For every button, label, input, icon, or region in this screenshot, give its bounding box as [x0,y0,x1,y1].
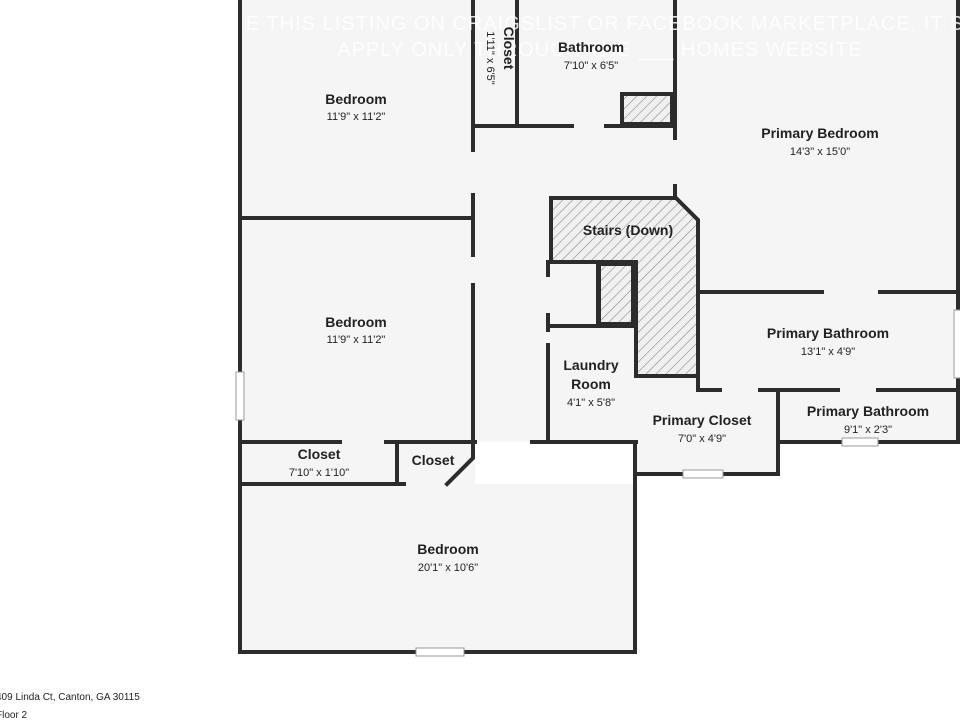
bedroom-top-name: Bedroom [325,91,386,107]
watermark-line-2: APPLY ONLY THROUGH THE ___ HOMES WEBSITE [337,39,863,61]
bedroom-top-floor [240,0,475,218]
primary-closet-floor [636,376,778,474]
closet-small-floor [397,442,475,484]
bathroom-dims: 7'10" x 6'5" [564,60,618,72]
bedroom-mid-dims: 11'9" x 11'2" [327,334,386,346]
laundry-name-line-2: Room [571,376,611,392]
floor-label: Floor 2 [0,710,28,721]
primary-bathroom-2-dims: 9'1" x 2'3" [844,424,892,436]
primary-bathroom-1-name: Primary Bathroom [767,325,889,341]
window-bottom [415,647,465,657]
window-primary-bathroom [841,437,879,447]
closet-top-floor [475,0,517,126]
walls [238,0,960,654]
window-primary-bathroom-right [953,309,960,379]
bathroom-hatch [620,92,674,126]
primary-closet-dims: 7'0" x 4'9" [678,433,726,445]
primary-closet-name: Primary Closet [653,412,752,428]
primary-bedroom-name: Primary Bedroom [761,125,878,141]
window-left [235,371,245,421]
disclaimer-text [405,711,785,717]
primary-bathroom-1-dims: 13'1" x 4'9" [801,346,855,358]
primary-bedroom-dims: 14'3" x 15'0" [790,146,850,158]
stairs-name: Stairs (Down) [583,222,673,238]
stairs-area [551,198,697,374]
window-primary-closet [682,469,724,479]
bedroom-mid-floor [240,218,475,442]
closet-top-name: Closet [501,27,517,70]
bathroom-name: Bathroom [558,39,624,55]
bedroom-mid-name: Bedroom [325,314,386,330]
primary-bathroom-1-floor [700,292,960,390]
closet-left-floor [240,442,397,484]
primary-bathroom-2-name: Primary Bathroom [807,403,929,419]
closet-left-dims: 7'10" x 1'10" [289,467,349,479]
primary-bathroom-2-floor [778,390,960,442]
bedroom-bottom-name: Bedroom [417,541,478,557]
watermark-line-1: E THIS LISTING ON CRAIGSLIST OR FACEBOOK… [246,13,960,35]
laundry-hatch [597,262,635,326]
laundry-name-line-1: Laundry [563,357,618,373]
closet-small-name: Closet [412,452,455,468]
primary-bedroom-floor [675,0,960,292]
address-text: 409 Linda Ct, Canton, GA 30115 [0,692,140,703]
laundry-dims: 4'1" x 5'8" [567,397,615,409]
windows [235,309,960,657]
room-fills [240,0,960,652]
bedroom-bottom-dims: 20'1" x 10'6" [418,562,478,574]
closet-top-dims: 1'11" x 6'5" [484,31,496,84]
bedroom-bottom-floor [240,484,635,652]
closet-left-name: Closet [298,446,341,462]
bedroom-top-dims: 11'9" x 11'2" [327,111,386,123]
